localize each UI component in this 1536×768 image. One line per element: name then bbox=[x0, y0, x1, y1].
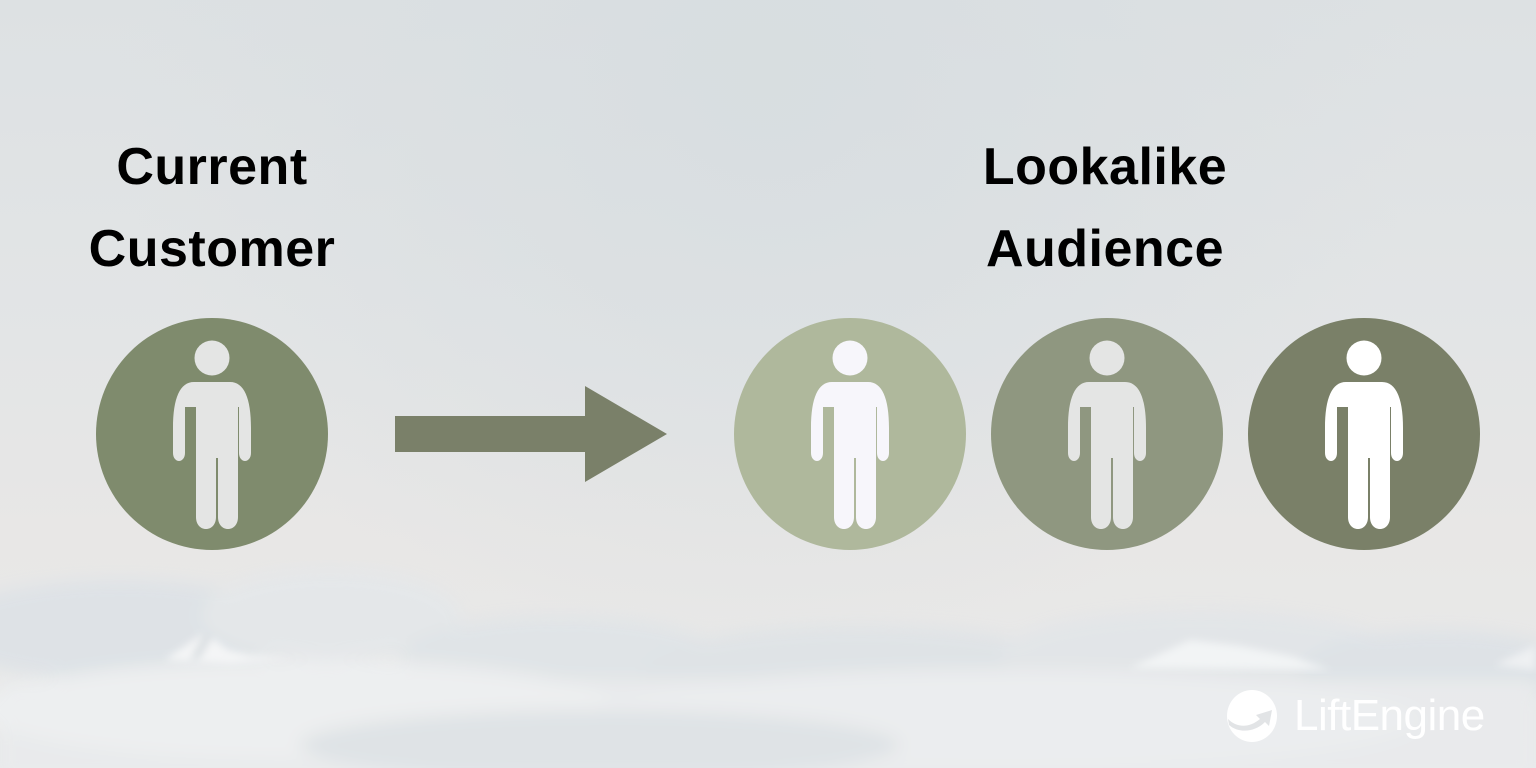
heading-line: Lookalike bbox=[982, 138, 1228, 196]
lookalike-node-1 bbox=[734, 318, 966, 550]
heading-line: Current bbox=[116, 138, 308, 196]
rising-arrow-globe-icon bbox=[1227, 690, 1277, 742]
person-icon bbox=[173, 340, 251, 529]
person-icon bbox=[1325, 340, 1403, 529]
heading-line: Audience bbox=[985, 220, 1225, 278]
clouds-background bbox=[0, 570, 1536, 768]
person-icon bbox=[811, 340, 889, 529]
lookalike-node-2 bbox=[991, 318, 1223, 550]
current-customer-heading: Current Customer bbox=[32, 126, 392, 290]
liftengine-logo: LiftEngine bbox=[1226, 686, 1485, 746]
current-customer-node bbox=[96, 318, 328, 550]
arrow-right-icon bbox=[395, 386, 667, 482]
lookalike-audience-heading: Lookalike Audience bbox=[925, 126, 1285, 290]
logo-text: LiftEngine bbox=[1294, 691, 1485, 740]
heading-line: Customer bbox=[88, 220, 336, 278]
lookalike-node-3 bbox=[1248, 318, 1480, 550]
person-icon bbox=[1068, 340, 1146, 529]
